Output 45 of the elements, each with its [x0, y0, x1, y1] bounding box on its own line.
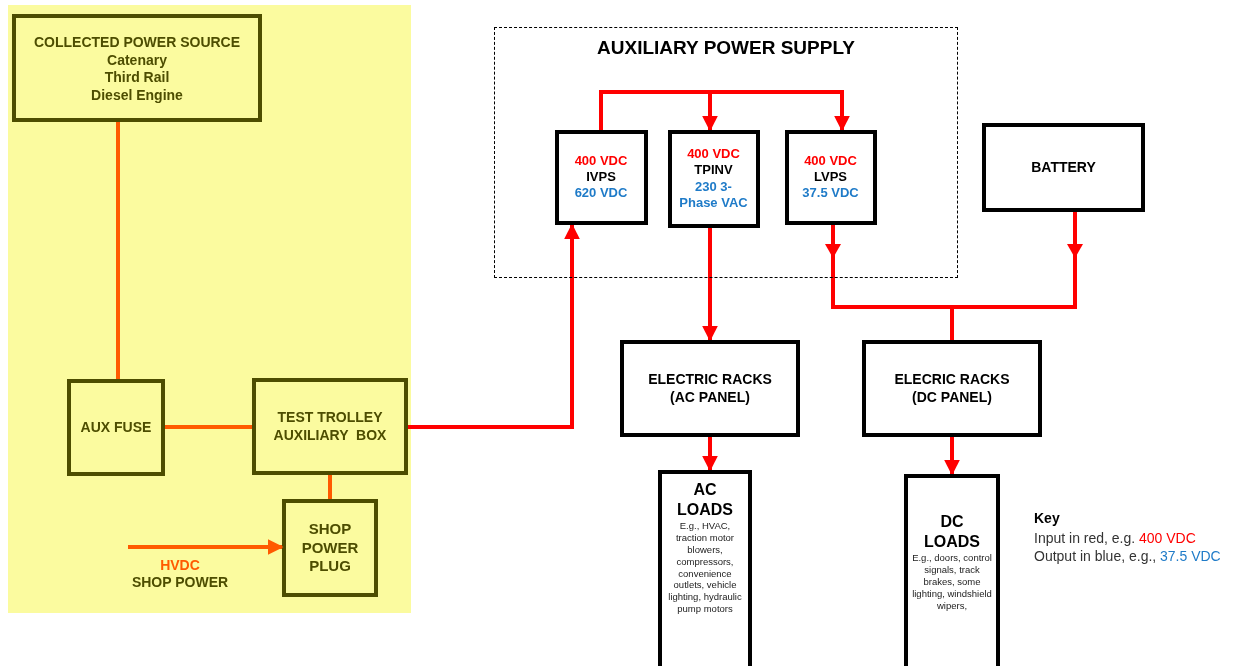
node-title: AUX FUSE	[79, 418, 153, 437]
node-title: 400 VDC	[573, 152, 629, 169]
node-title: AUXILIARY POWER SUPPLY	[596, 36, 856, 60]
node-title: ELECTRIC RACKS (AC PANEL)	[647, 371, 773, 406]
process-box	[67, 379, 165, 476]
node-title: 400 VDC	[686, 146, 741, 163]
plain-band	[8, 5, 411, 613]
node-title: COLLECTED POWER SOURCE	[32, 34, 242, 52]
key-text: Input in red, e.g.	[1034, 530, 1136, 546]
process-box	[982, 123, 1145, 212]
key-text: 37.5 VDC	[1160, 548, 1221, 564]
node-title: 400 VDC	[803, 152, 858, 169]
process-box	[554, 129, 648, 225]
node-title: SHOP POWER PLUG	[300, 519, 360, 577]
process-box	[667, 129, 760, 228]
annotation-text: HVDC	[159, 556, 201, 574]
process-box	[282, 499, 378, 597]
node-text: 620 VDC	[573, 185, 629, 202]
process-box	[252, 378, 408, 475]
process-box	[12, 14, 262, 122]
annotation-text: SHOP POWER	[130, 574, 230, 592]
key-text: Output in blue, e.g.,	[1034, 548, 1157, 564]
key-title: Key	[1034, 510, 1060, 526]
node-text: Diesel Engine	[90, 86, 184, 104]
node-text: TPINV	[693, 162, 734, 179]
node-title: ELECRIC RACKS (DC PANEL)	[893, 371, 1011, 406]
node-title: AC LOADS	[676, 480, 734, 520]
node-text: Third Rail	[103, 69, 171, 87]
node-text: E.g., HVAC, traction motor blowers, compressors, convenience outlets, vehicle lighting, hydraulic pump motors	[667, 520, 743, 615]
process-box	[620, 340, 800, 437]
node-text: 37.5 VDC	[801, 185, 860, 202]
process-box	[784, 129, 877, 225]
group-frame	[494, 27, 958, 278]
node-text: IVPS	[585, 168, 617, 186]
node-text: Catenary	[106, 51, 168, 69]
process-box	[862, 340, 1042, 437]
node-text: 230 3-Phase VAC	[678, 178, 749, 211]
node-text: LVPS	[813, 168, 848, 186]
process-box	[904, 474, 1000, 666]
process-box	[658, 470, 752, 666]
node-text: E.g., doors, control signals, track brakes, some lighting, windshield wipers,	[911, 552, 993, 612]
node-title: TEST TROLLEY AUXILIARY BOX	[272, 409, 388, 444]
key-text: 400 VDC	[1139, 530, 1196, 546]
node-title: BATTERY	[1030, 158, 1097, 177]
node-title: DC LOADS	[923, 512, 981, 552]
